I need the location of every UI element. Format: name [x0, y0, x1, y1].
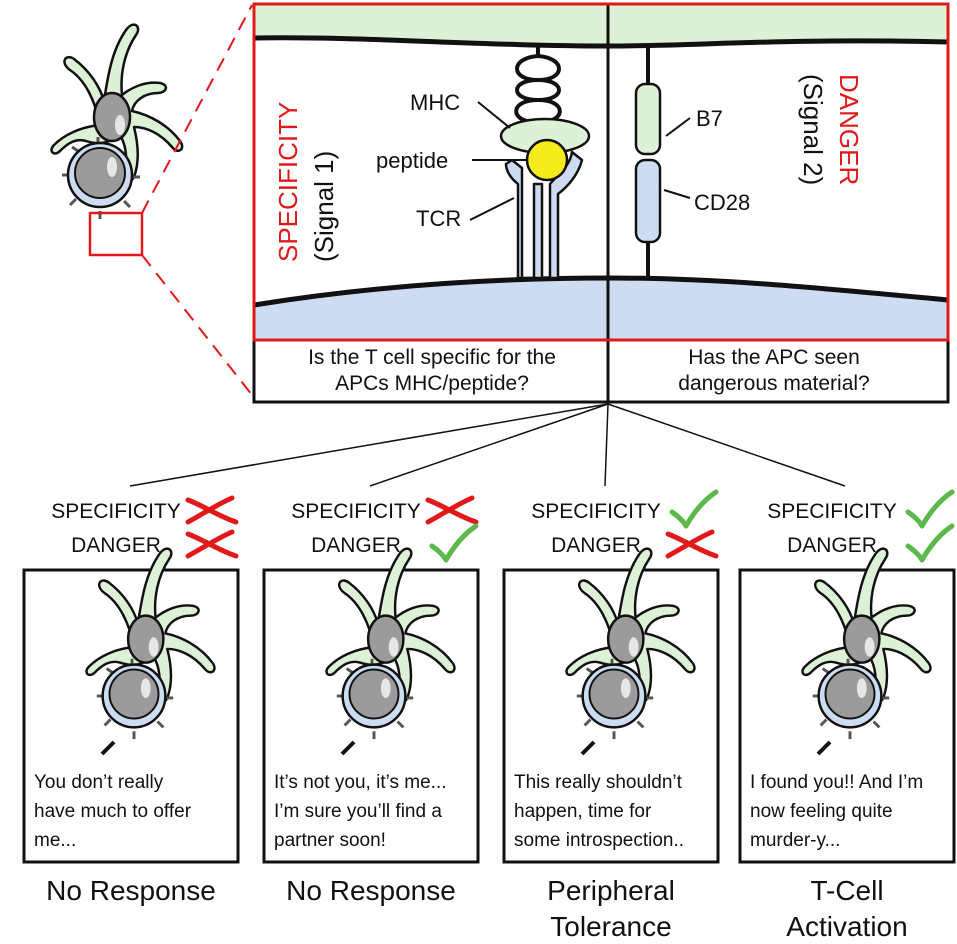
specificity-status-label: SPECIFICITY: [531, 500, 661, 523]
scenario-caption-line: This really shouldn’t: [514, 772, 683, 793]
question-specificity-line2: APCs MHC/peptide?: [335, 372, 529, 395]
peptide-shape: [525, 138, 569, 182]
mhc-label: MHC: [410, 90, 460, 115]
outcome-label: T-Cell: [810, 875, 883, 906]
scenario-3: SPECIFICITY DANGER This really shouldn’t ha…: [502, 489, 720, 942]
speech-tick: [340, 740, 356, 756]
specificity-status-label: SPECIFICITY: [767, 500, 897, 523]
branch-lines: [129, 403, 846, 487]
question-specificity-line1: Is the T cell specific for the: [308, 346, 556, 369]
scenario-caption-line: I found you!! And I’m: [750, 772, 923, 793]
scenario-4: SPECIFICITY DANGER I found you!! And I’m no…: [738, 489, 956, 942]
danger-side-label: DANGER: [834, 74, 864, 185]
zoom-guide-bottom: [141, 254, 253, 396]
danger-check-icon: [429, 523, 479, 563]
scenario-caption-line: I’m sure you’ll find a: [274, 801, 442, 822]
specificity-status-label: SPECIFICITY: [291, 500, 421, 523]
b7-label: B7: [696, 106, 723, 131]
question-danger-line1: Has the APC seen: [688, 346, 860, 369]
apc-membrane: [254, 4, 948, 46]
zoom-guide-top: [141, 4, 253, 214]
cd28-label: CD28: [694, 190, 750, 215]
b7-shape: [634, 82, 662, 156]
danger-status-label: DANGER: [787, 534, 877, 557]
scenario-caption-line: happen, time for: [514, 801, 652, 822]
scenario-2: SPECIFICITY DANGER It’s not you, it’s me..…: [262, 495, 480, 906]
overview-cell-illustration: [50, 23, 184, 221]
scenario-caption-line: some introspection..: [514, 830, 684, 851]
scenarios-row: SPECIFICITY DANGER You don’t really have mu…: [22, 489, 956, 942]
scenario-caption-line: now feeling quite: [750, 801, 893, 822]
specificity-check-icon: [669, 489, 719, 529]
specificity-status-label: SPECIFICITY: [51, 500, 181, 523]
scenario-caption-line: me...: [34, 830, 76, 851]
specificity-check-icon: [905, 489, 955, 529]
scenario-caption-line: You don’t really: [34, 772, 164, 793]
speech-tick: [100, 740, 116, 756]
outcome-label: No Response: [46, 875, 216, 906]
zoom-region-marker: [88, 211, 144, 257]
danger-check-icon: [905, 523, 955, 563]
scenario-caption-line: murder-y...: [750, 830, 840, 851]
tcr-label: TCR: [416, 206, 461, 231]
speech-tick: [816, 740, 832, 756]
danger-status-label: DANGER: [551, 534, 641, 557]
question-danger-line2: dangerous material?: [678, 372, 869, 395]
zoom-panel: MHC peptide TCR B7 CD28 SPECIFICITY (Sig…: [252, 2, 950, 404]
outcome-label: No Response: [286, 875, 456, 906]
specificity-cross-icon: [425, 495, 479, 525]
outcome-label: Peripheral: [547, 875, 675, 906]
cd28-shape: [634, 158, 662, 244]
peptide-label: peptide: [376, 148, 448, 173]
speech-tick: [580, 740, 596, 756]
outcome-label: Tolerance: [550, 911, 671, 942]
danger-cross-icon: [185, 529, 239, 559]
signal1-side-label: (Signal 1): [309, 151, 339, 262]
danger-cross-icon: [665, 529, 719, 559]
danger-status-label: DANGER: [311, 534, 401, 557]
outcome-label: Activation: [786, 911, 907, 942]
scenario-caption-line: partner soon!: [274, 830, 386, 851]
signal2-side-label: (Signal 2): [798, 74, 828, 185]
tcell-membrane: [254, 278, 948, 340]
signals-highlight-frame: [252, 2, 950, 342]
scenario-caption-line: It’s not you, it’s me...: [274, 772, 446, 793]
danger-status-label: DANGER: [71, 534, 161, 557]
specificity-cross-icon: [185, 495, 239, 525]
scenario-1: SPECIFICITY DANGER You don’t really have mu…: [22, 495, 240, 906]
scenario-caption-line: have much to offer: [34, 801, 192, 822]
specificity-side-label: SPECIFICITY: [273, 102, 303, 262]
tcr-shape: [504, 150, 584, 280]
